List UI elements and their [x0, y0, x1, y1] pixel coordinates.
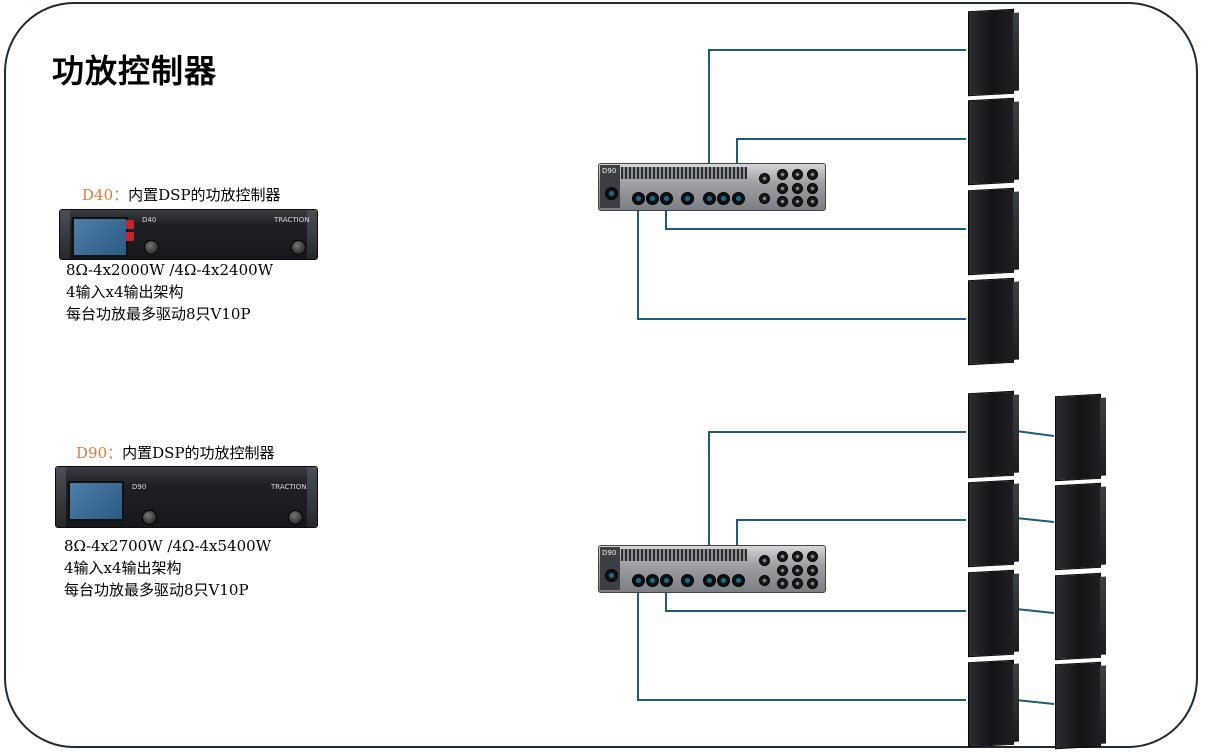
- amp-bottom-output-2: [732, 574, 745, 587]
- speaker-bottom-3a: [968, 569, 1014, 658]
- wire-bottom-1: [708, 431, 966, 574]
- amp-top-output-4: [632, 192, 645, 205]
- amp-bottom-output-4: [632, 574, 645, 587]
- speaker-top-1: [968, 8, 1014, 97]
- link-pair-1: [1015, 430, 1055, 437]
- speaker-bottom-2b: [1055, 482, 1101, 571]
- d90-spec-power: 8Ω-4x2700W /4Ω-4x5400W: [64, 537, 272, 555]
- amp-bottom-output-1: [703, 574, 716, 587]
- d90-front-label: D90: [132, 483, 147, 491]
- amp-top-output-1: [703, 192, 716, 205]
- amp-top-output-3: [660, 192, 673, 205]
- d40-description: 内置DSP的功放控制器: [128, 186, 281, 204]
- d90-spec-io: 4输入x4输出架构: [64, 559, 182, 577]
- speaker-bottom-4b: [1055, 661, 1101, 750]
- speaker-bottom-1b: [1055, 393, 1101, 482]
- wire-top-1: [708, 49, 966, 191]
- speaker-bottom-4a: [968, 659, 1014, 748]
- speaker-bottom-3b: [1055, 572, 1101, 661]
- speaker-top-2: [968, 97, 1014, 186]
- amp-rear-panel-top: D90: [598, 163, 826, 211]
- d90-front-panel-image: D90 TRACTION: [55, 466, 318, 528]
- wire-top-4: [637, 198, 966, 320]
- d40-specs: 8Ω-4x2000W /4Ω-4x2400W 4输入x4输出架构 每台功放最多驱…: [66, 259, 273, 325]
- speaker-bottom-1a: [968, 390, 1014, 479]
- d40-spec-drive: 每台功放最多驱动8只V10P: [66, 305, 251, 323]
- d40-front-panel-image: D40 TRACTION: [59, 209, 318, 260]
- d90-brand-label: TRACTION: [271, 483, 307, 491]
- link-pair-4: [1015, 699, 1055, 705]
- speaker-top-4: [968, 277, 1014, 366]
- d90-model-name: D90: [76, 444, 108, 462]
- diagram-frame: [4, 2, 1198, 748]
- d90-specs: 8Ω-4x2700W /4Ω-4x5400W 4输入x4输出架构 每台功放最多驱…: [64, 535, 271, 601]
- d40-model-name: D40: [82, 186, 114, 204]
- amp-top-model-label: D90: [602, 167, 617, 175]
- d40-spec-io: 4输入x4输出架构: [66, 283, 184, 301]
- d40-power-knob: [291, 240, 306, 255]
- d40-brand-label: TRACTION: [274, 216, 310, 224]
- wire-bottom-4: [637, 580, 966, 701]
- amp-bottom-model-label: D90: [602, 549, 617, 557]
- amp-bottom-output-3: [660, 574, 673, 587]
- d90-description: 内置DSP的功放控制器: [122, 444, 275, 462]
- d90-spec-drive: 每台功放最多驱动8只V10P: [64, 581, 249, 599]
- d40-front-label: D40: [142, 216, 157, 224]
- d40-heading: D40：内置DSP的功放控制器: [82, 186, 281, 204]
- d90-heading: D90：内置DSP的功放控制器: [76, 444, 275, 462]
- speaker-bottom-2a: [968, 479, 1014, 568]
- d90-volume-knob: [142, 510, 157, 525]
- d40-volume-knob: [144, 240, 159, 255]
- d40-spec-power: 8Ω-4x2000W /4Ω-4x2400W: [66, 261, 274, 279]
- link-pair-2: [1015, 517, 1055, 523]
- speaker-top-3: [968, 187, 1014, 276]
- link-pair-3: [1015, 608, 1055, 614]
- d90-power-knob: [288, 510, 303, 525]
- amp-top-output-2: [732, 192, 745, 205]
- amp-rear-panel-bottom: D90: [598, 545, 826, 593]
- page-title: 功放控制器: [52, 52, 218, 90]
